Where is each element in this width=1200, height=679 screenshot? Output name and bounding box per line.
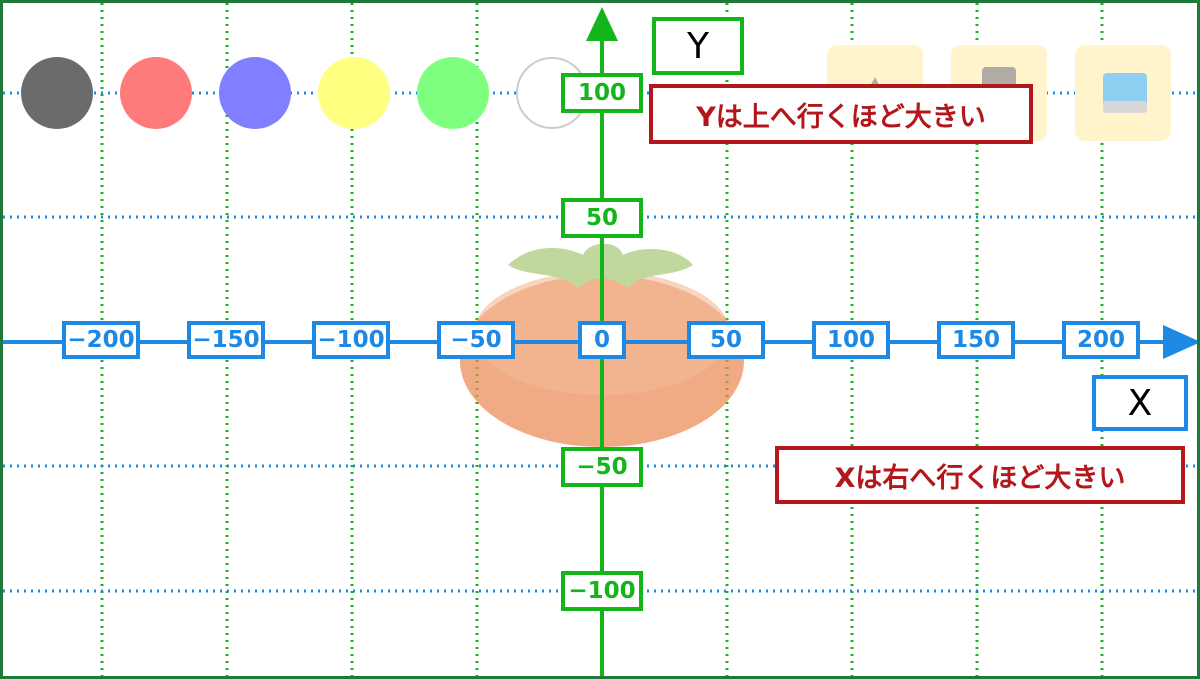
color-swatch-red[interactable]: [120, 57, 192, 129]
y-axis-title: Y: [652, 17, 744, 75]
x-tick-label: −200: [62, 321, 140, 359]
y-axis-arrowhead: [586, 7, 618, 41]
y-tick-label: 100: [561, 73, 643, 113]
x-tick-label: 50: [687, 321, 765, 359]
x-tick-label: 0: [578, 321, 626, 359]
x-axis-arrowhead: [1163, 325, 1197, 359]
y-direction-note: Yは上へ行くほど大きい: [649, 84, 1033, 144]
x-tick-label: 100: [812, 321, 890, 359]
x-axis-title: X: [1092, 375, 1188, 431]
y-tick-label: −50: [561, 447, 643, 487]
x-direction-note: Xは右へ行くほど大きい: [775, 446, 1185, 504]
y-tick-label: −100: [561, 571, 643, 611]
image-tool-button[interactable]: [1075, 45, 1171, 141]
image-icon: [1103, 73, 1147, 113]
color-swatch-yellow[interactable]: [318, 57, 390, 129]
color-swatch-gray[interactable]: [21, 57, 93, 129]
color-swatch-green[interactable]: [417, 57, 489, 129]
x-tick-label: −100: [312, 321, 390, 359]
y-tick-label: 50: [561, 198, 643, 238]
x-tick-label: 200: [1062, 321, 1140, 359]
x-tick-label: 150: [937, 321, 1015, 359]
x-tick-label: −150: [187, 321, 265, 359]
color-swatch-blue[interactable]: [219, 57, 291, 129]
x-tick-label: −50: [437, 321, 515, 359]
